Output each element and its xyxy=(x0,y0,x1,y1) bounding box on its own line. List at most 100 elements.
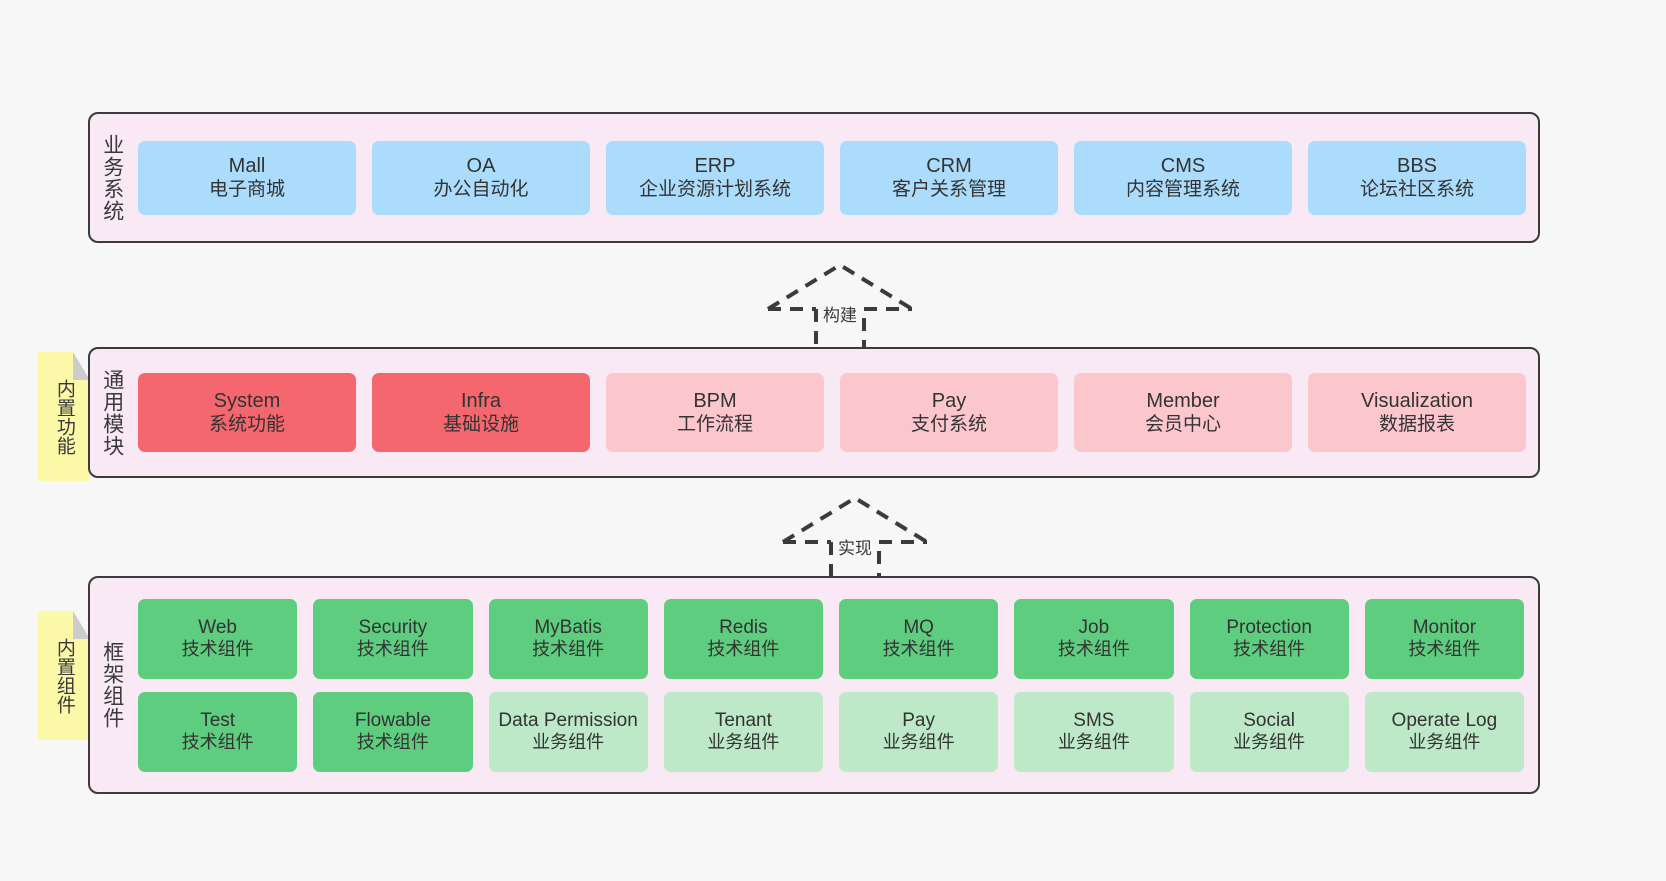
card-title-cn: 电子商城 xyxy=(208,179,285,201)
card-social[interactable]: Social 业务组件 xyxy=(1189,691,1349,772)
card-visualization[interactable]: Visualization 数据报表 xyxy=(1308,373,1526,452)
card-title-en: MyBatis xyxy=(534,616,602,638)
card-mybatis[interactable]: MyBatis 技术组件 xyxy=(488,598,648,679)
card-system[interactable]: System 系统功能 xyxy=(138,373,356,452)
card-title-cn: 技术组件 xyxy=(707,639,780,660)
card-title-en: CMS xyxy=(1160,154,1206,177)
card-operate-log[interactable]: Operate Log 业务组件 xyxy=(1364,691,1524,772)
sticky-note-label: 内置组件 xyxy=(53,637,75,714)
card-title-cn: 业务组件 xyxy=(1233,732,1306,753)
layer-body-business-system: Mall 电子商城 OA 办公自动化 ERP 企业资源计划系统 CRM 客户关系… xyxy=(134,114,1538,241)
card-title-en: SMS xyxy=(1073,709,1115,731)
card-pay-business[interactable]: Pay 业务组件 xyxy=(839,691,999,772)
card-row: Web 技术组件 Security 技术组件 MyBatis 技术组件 Redi… xyxy=(138,598,1524,679)
layer-common-module: 通用模块 System 系统功能 Infra 基础设施 BPM 工作流程 Pay… xyxy=(88,347,1540,478)
layer-framework-component: 框架组件 Web 技术组件 Security 技术组件 MyBatis 技术组件… xyxy=(88,576,1540,794)
card-title-cn: 论坛社区系统 xyxy=(1359,179,1474,201)
card-title-en: Protection xyxy=(1226,616,1312,638)
card-bbs[interactable]: BBS 论坛社区系统 xyxy=(1308,140,1526,215)
card-title-en: Member xyxy=(1146,389,1220,412)
card-cms[interactable]: CMS 内容管理系统 xyxy=(1074,140,1292,215)
card-title-en: ERP xyxy=(694,154,736,177)
card-title-en: BPM xyxy=(693,389,737,412)
sticky-note-builtin-component: 内置组件 xyxy=(38,611,90,740)
card-title-en: System xyxy=(213,389,281,412)
card-title-cn: 技术组件 xyxy=(1233,639,1306,660)
card-title-cn: 基础设施 xyxy=(442,414,519,436)
card-title-en: BBS xyxy=(1396,154,1438,177)
card-pay[interactable]: Pay 支付系统 xyxy=(840,373,1058,452)
card-redis[interactable]: Redis 技术组件 xyxy=(663,598,823,679)
card-title-cn: 技术组件 xyxy=(532,639,605,660)
layer-body-framework-component: Web 技术组件 Security 技术组件 MyBatis 技术组件 Redi… xyxy=(134,578,1538,792)
card-flowable[interactable]: Flowable 技术组件 xyxy=(313,691,473,772)
card-title-cn: 会员中心 xyxy=(1144,414,1221,436)
card-title-en: Operate Log xyxy=(1391,709,1498,731)
card-title-cn: 办公自动化 xyxy=(433,179,529,201)
card-row: System 系统功能 Infra 基础设施 BPM 工作流程 Pay 支付系统… xyxy=(138,373,1526,452)
card-row: Test 技术组件 Flowable 技术组件 Data Permission … xyxy=(138,691,1524,772)
card-title-en: Infra xyxy=(460,389,502,412)
card-title-cn: 系统功能 xyxy=(208,414,285,436)
arrowhead-outline xyxy=(781,495,929,544)
card-row: Mall 电子商城 OA 办公自动化 ERP 企业资源计划系统 CRM 客户关系… xyxy=(138,140,1526,215)
card-title-en: Social xyxy=(1243,709,1295,731)
card-title-en: Data Permission xyxy=(498,709,638,731)
card-mq[interactable]: MQ 技术组件 xyxy=(839,598,999,679)
layer-business-system: 业务系统 Mall 电子商城 OA 办公自动化 ERP 企业资源计划系统 CRM… xyxy=(88,112,1540,243)
card-title-cn: 技术组件 xyxy=(1057,639,1130,660)
card-title-en: Pay xyxy=(902,709,935,731)
card-title-cn: 内容管理系统 xyxy=(1125,179,1240,201)
card-job[interactable]: Job 技术组件 xyxy=(1014,598,1174,679)
card-title-cn: 技术组件 xyxy=(181,639,254,660)
card-title-cn: 业务组件 xyxy=(1408,732,1481,753)
card-title-cn: 技术组件 xyxy=(356,732,429,753)
card-sms[interactable]: SMS 业务组件 xyxy=(1014,691,1174,772)
layer-title-common-module: 通用模块 xyxy=(100,368,124,457)
card-title-en: Mall xyxy=(228,154,266,177)
card-title-cn: 业务组件 xyxy=(707,732,780,753)
card-tenant[interactable]: Tenant 业务组件 xyxy=(663,691,823,772)
card-title-cn: 技术组件 xyxy=(882,639,955,660)
sticky-note-label: 内置功能 xyxy=(53,378,75,455)
card-title-en: CRM xyxy=(926,154,972,177)
layer-title-framework-component: 框架组件 xyxy=(100,641,124,729)
card-title-en: Flowable xyxy=(354,709,431,731)
card-mall[interactable]: Mall 电子商城 xyxy=(138,140,356,215)
card-title-cn: 业务组件 xyxy=(532,732,605,753)
card-test[interactable]: Test 技术组件 xyxy=(138,691,298,772)
card-bpm[interactable]: BPM 工作流程 xyxy=(606,373,824,452)
card-title-en: Monitor xyxy=(1412,616,1477,638)
card-title-cn: 技术组件 xyxy=(356,639,429,660)
card-title-cn: 业务组件 xyxy=(1057,732,1130,753)
card-title-en: Test xyxy=(200,709,236,731)
card-data-permission[interactable]: Data Permission 业务组件 xyxy=(488,691,648,772)
card-crm[interactable]: CRM 客户关系管理 xyxy=(840,140,1058,215)
card-infra[interactable]: Infra 基础设施 xyxy=(372,373,590,452)
card-erp[interactable]: ERP 企业资源计划系统 xyxy=(606,140,824,215)
card-title-cn: 企业资源计划系统 xyxy=(638,179,791,201)
card-title-en: OA xyxy=(466,154,496,177)
card-web[interactable]: Web 技术组件 xyxy=(138,598,298,679)
card-title-cn: 技术组件 xyxy=(181,732,254,753)
card-title-en: Redis xyxy=(719,616,768,638)
card-monitor[interactable]: Monitor 技术组件 xyxy=(1364,598,1524,679)
card-title-en: Pay xyxy=(931,389,967,412)
card-title-en: Web xyxy=(198,616,237,638)
layer-body-common-module: System 系统功能 Infra 基础设施 BPM 工作流程 Pay 支付系统… xyxy=(134,349,1538,476)
card-oa[interactable]: OA 办公自动化 xyxy=(372,140,590,215)
card-protection[interactable]: Protection 技术组件 xyxy=(1189,598,1349,679)
layer-title-business-system: 业务系统 xyxy=(100,133,124,222)
card-member[interactable]: Member 会员中心 xyxy=(1074,373,1292,452)
arrowhead-outline xyxy=(766,262,914,311)
card-title-en: Tenant xyxy=(714,709,772,731)
card-title-en: MQ xyxy=(903,616,934,638)
card-title-en: Security xyxy=(358,616,428,638)
arrow-stem xyxy=(814,309,866,353)
card-security[interactable]: Security 技术组件 xyxy=(313,598,473,679)
connector-build: 构建 xyxy=(760,261,920,353)
card-title-cn: 支付系统 xyxy=(910,414,987,436)
card-title-en: Job xyxy=(1078,616,1110,638)
card-title-en: Visualization xyxy=(1361,389,1473,412)
